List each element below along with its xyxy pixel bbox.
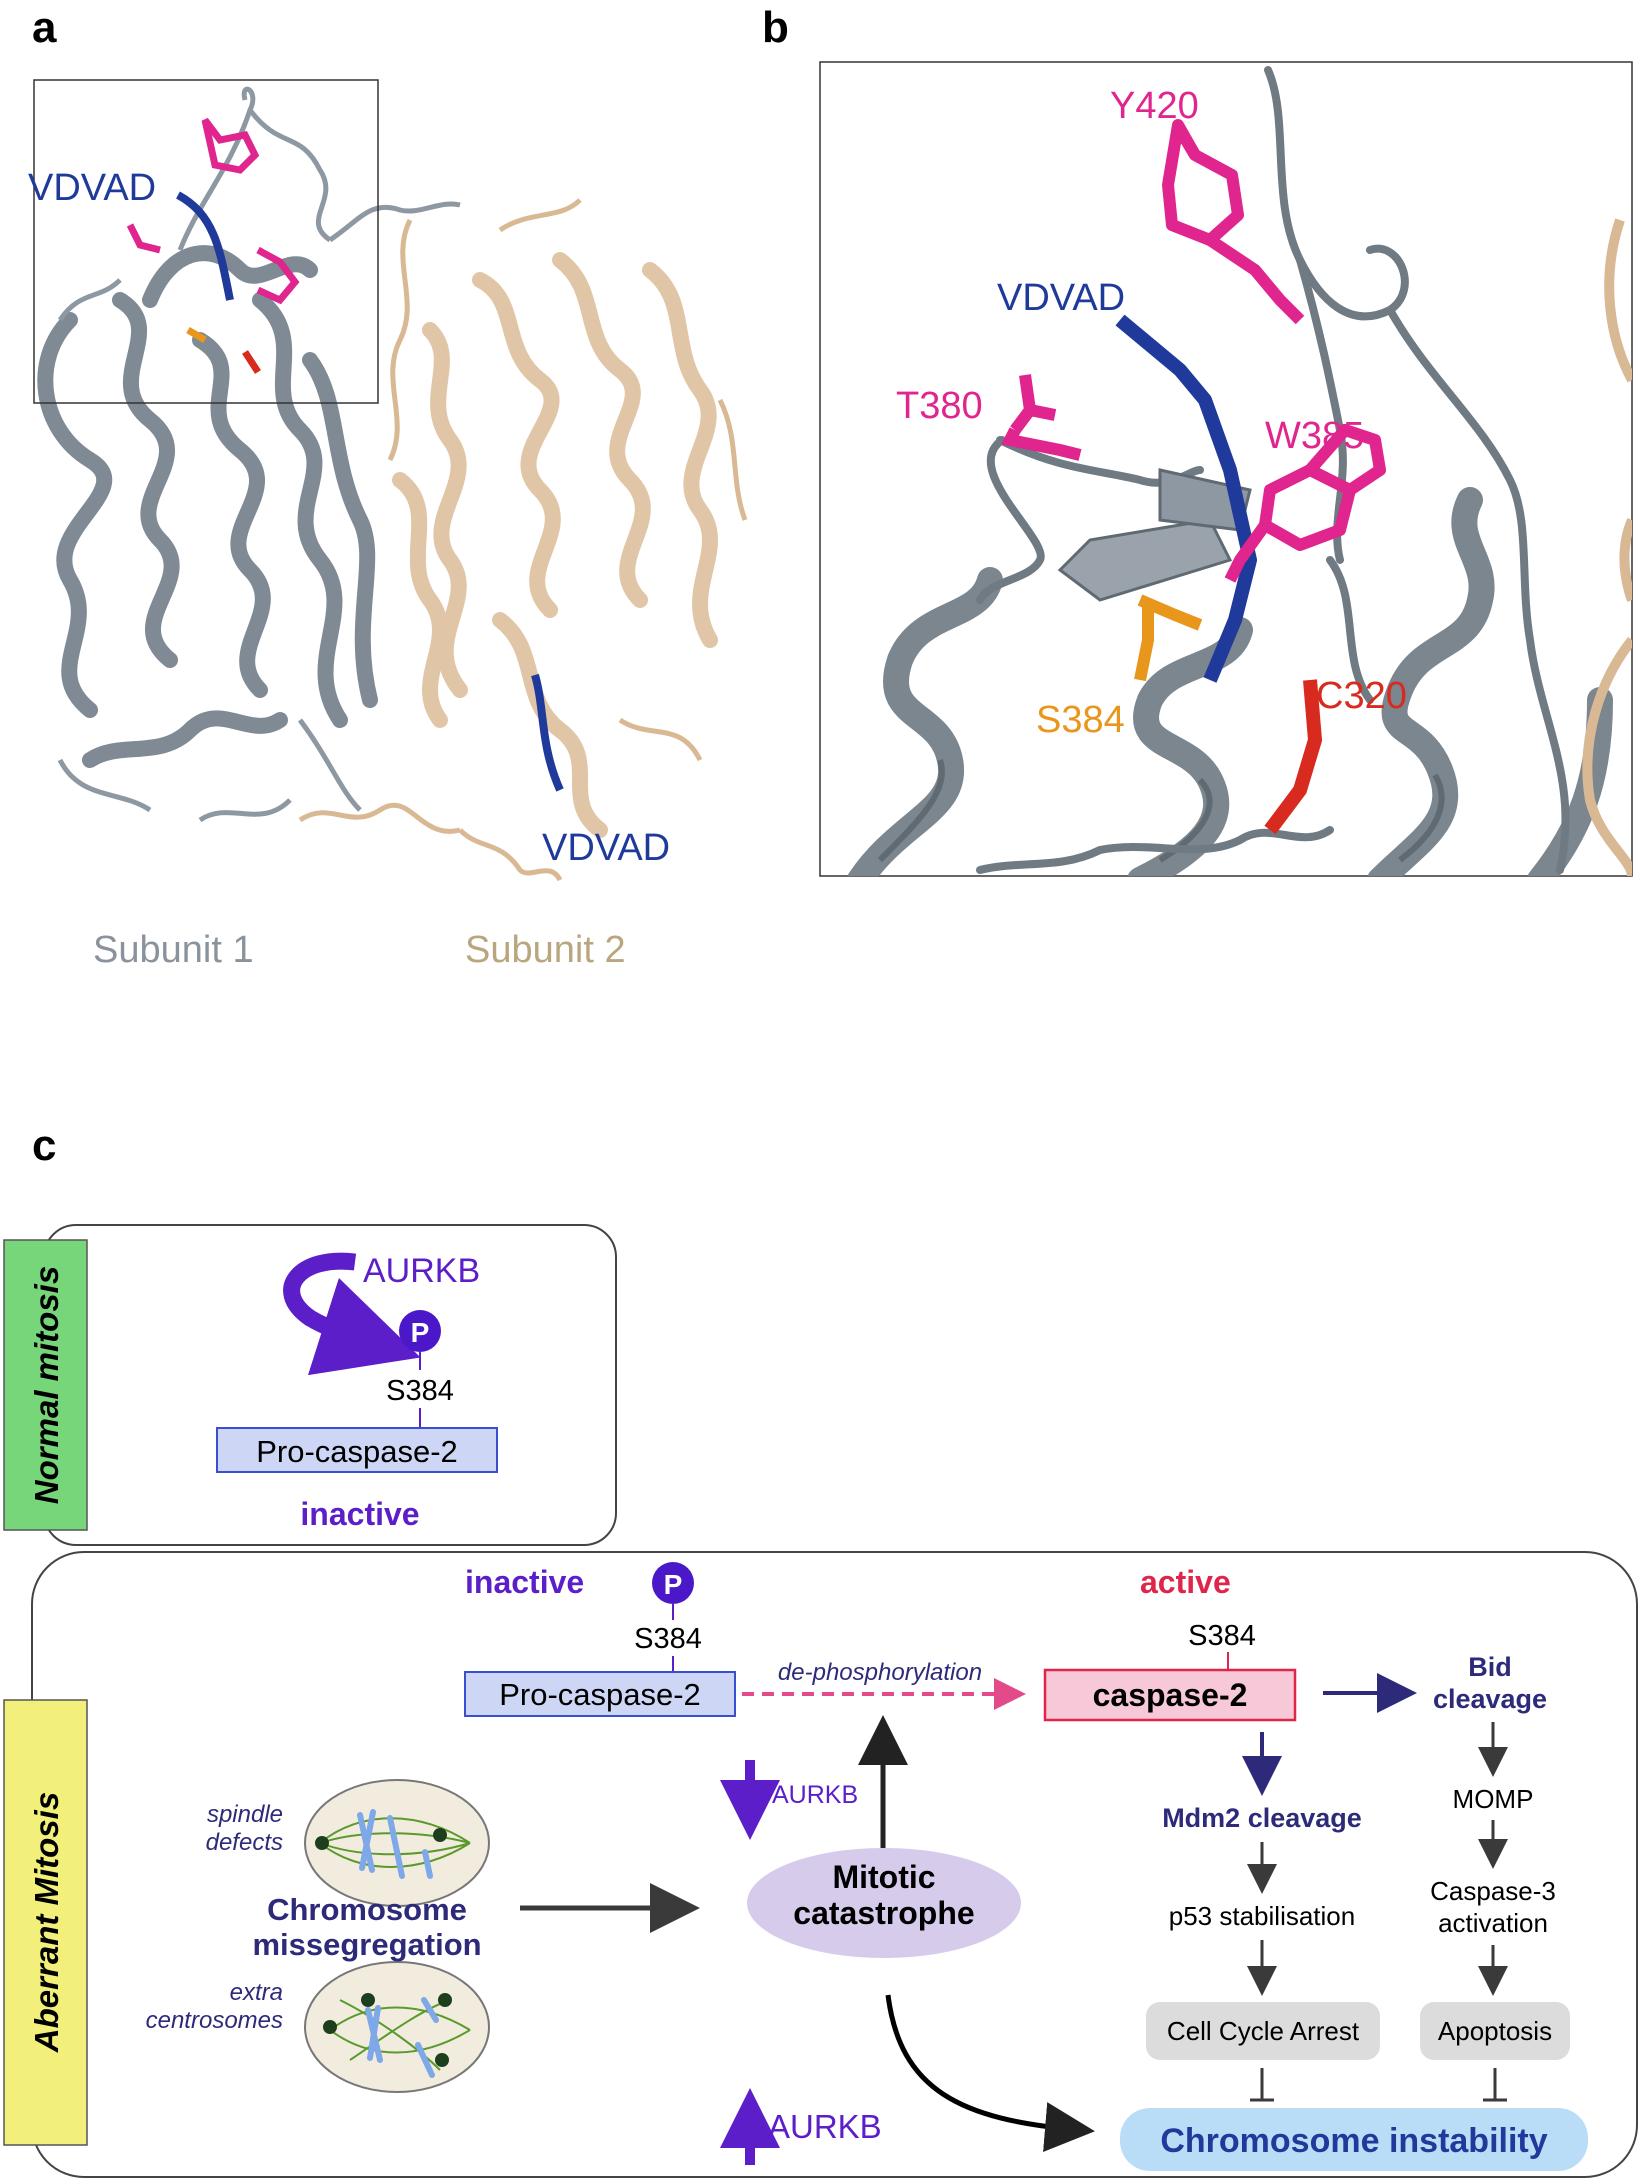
- aurkb-up-label: AURKB: [768, 2108, 882, 2145]
- aberrant-procaspase-label: Pro-caspase-2: [499, 1677, 701, 1712]
- missegregation-label-1: Chromosome: [267, 1892, 467, 1927]
- aberrant-mitosis-section: Aberrant Mitosis inactive P S384 Pro-cas…: [3, 1551, 1638, 2178]
- spindle-label-1: spindle: [207, 1801, 283, 1828]
- residue-t380: [1001, 374, 1082, 461]
- instability-label: Chromosome instability: [1160, 2122, 1547, 2160]
- zoom-box: [33, 79, 379, 404]
- panel-label-b: b: [762, 3, 789, 52]
- aurkb-curved-arrow: [283, 1252, 421, 1376]
- subunit2-label: Subunit 2: [465, 929, 626, 971]
- arrest-label: Cell Cycle Arrest: [1167, 2016, 1360, 2046]
- s384-label: S384: [1036, 699, 1125, 741]
- vdvad-ligand-top: [176, 191, 234, 301]
- normal-phospho-p: P: [411, 1317, 430, 1348]
- panel-label-c: c: [32, 1121, 56, 1170]
- residues-a: [126, 117, 300, 374]
- apoptosis-label: Apoptosis: [1438, 2016, 1552, 2046]
- caspase3-label-2: activation: [1438, 1908, 1548, 1938]
- vdvad-label-bottom: VDVAD: [542, 827, 670, 869]
- vdvad-label-top: VDVAD: [28, 167, 156, 209]
- normal-site-label: S384: [386, 1375, 454, 1407]
- aberrant-phospho-circle: [652, 1562, 694, 1604]
- caspase2-label: caspase-2: [1093, 1677, 1248, 1713]
- vdvad-ligand-b: [1115, 314, 1257, 683]
- aberrant-mitosis-label: Aberrant Mitosis: [28, 1792, 65, 2053]
- panel-label-a: a: [32, 3, 57, 52]
- spindle-label-2: defects: [206, 1829, 283, 1856]
- normal-inactive-label: inactive: [300, 1496, 419, 1532]
- momp-label: MOMP: [1453, 1784, 1534, 1814]
- subunit1-label: Subunit 1: [93, 929, 254, 971]
- normal-phospho-circle: [399, 1310, 441, 1352]
- subunit2-loops: [298, 198, 748, 882]
- bid-label-2: cleavage: [1433, 1684, 1547, 1714]
- normal-procaspase-label: Pro-caspase-2: [256, 1434, 458, 1469]
- w385-label: W385: [1265, 415, 1364, 457]
- t380-label: T380: [896, 385, 983, 427]
- p53-label: p53 stabilisation: [1169, 1901, 1355, 1931]
- aurkb-down-label: AURKB: [772, 1781, 858, 1809]
- residue-w385: [1224, 424, 1386, 583]
- normal-mitosis-section: Normal mitosis AURKB P S384 Pro-caspase-…: [3, 1224, 617, 1546]
- residue-y420: [1162, 119, 1305, 325]
- c320-label: C320: [1316, 675, 1407, 717]
- subunit1-loops: [57, 86, 461, 823]
- subunit2-ribbon: [392, 252, 718, 838]
- aberrant-active-label: active: [1140, 1564, 1231, 1600]
- vdvad-label-b: VDVAD: [997, 277, 1125, 319]
- subunit1-ribbon: [37, 245, 378, 768]
- protein-structure-a: [33, 79, 748, 882]
- normal-procaspase-box: [216, 1427, 498, 1473]
- vdvad-ligand-bottom: [531, 673, 564, 792]
- centrosome-cell-bottom: [304, 1961, 490, 2093]
- mitotic-catastrophe-node: [747, 1848, 1021, 1958]
- extra-label-2: centrosomes: [146, 2007, 283, 2034]
- missegregation-label-2: missegregation: [252, 1927, 481, 1962]
- caspase3-label-1: Caspase-3: [1430, 1876, 1556, 1906]
- chromosome-instability-box: [1120, 2108, 1588, 2171]
- aberrant-site-left: S384: [634, 1623, 702, 1655]
- aberrant-inactive-label: inactive: [465, 1564, 584, 1600]
- protein-structure-b: [847, 66, 1632, 876]
- caspase2-box: [1043, 1668, 1297, 1722]
- cell-cycle-arrest-box: [1146, 2002, 1380, 2060]
- apoptosis-box: [1420, 2002, 1570, 2060]
- normal-mitosis-label: Normal mitosis: [28, 1266, 65, 1504]
- mdm2-label: Mdm2 cleavage: [1162, 1803, 1362, 1833]
- aberrant-procaspase-box: [464, 1671, 736, 1717]
- bid-label-1: Bid: [1468, 1652, 1512, 1682]
- catastrophe-label-2: catastrophe: [793, 1895, 974, 1931]
- aberrant-site-right: S384: [1188, 1620, 1256, 1652]
- y420-label: Y420: [1110, 85, 1199, 127]
- extra-label-1: extra: [230, 1979, 283, 2006]
- catastrophe-to-instability-arrow: [885, 1994, 1095, 2152]
- residue-s384: [1134, 594, 1203, 682]
- aberrant-phospho-p: P: [664, 1569, 683, 1600]
- catastrophe-label-1: Mitotic: [832, 1859, 935, 1895]
- spindle-cell-top: [304, 1779, 490, 1907]
- inhibition-bars: [1250, 2068, 1507, 2102]
- residue-c320: [1264, 679, 1323, 835]
- normal-aurkb-label: AURKB: [363, 1252, 480, 1290]
- dephos-label: de-phosphorylation: [778, 1659, 982, 1686]
